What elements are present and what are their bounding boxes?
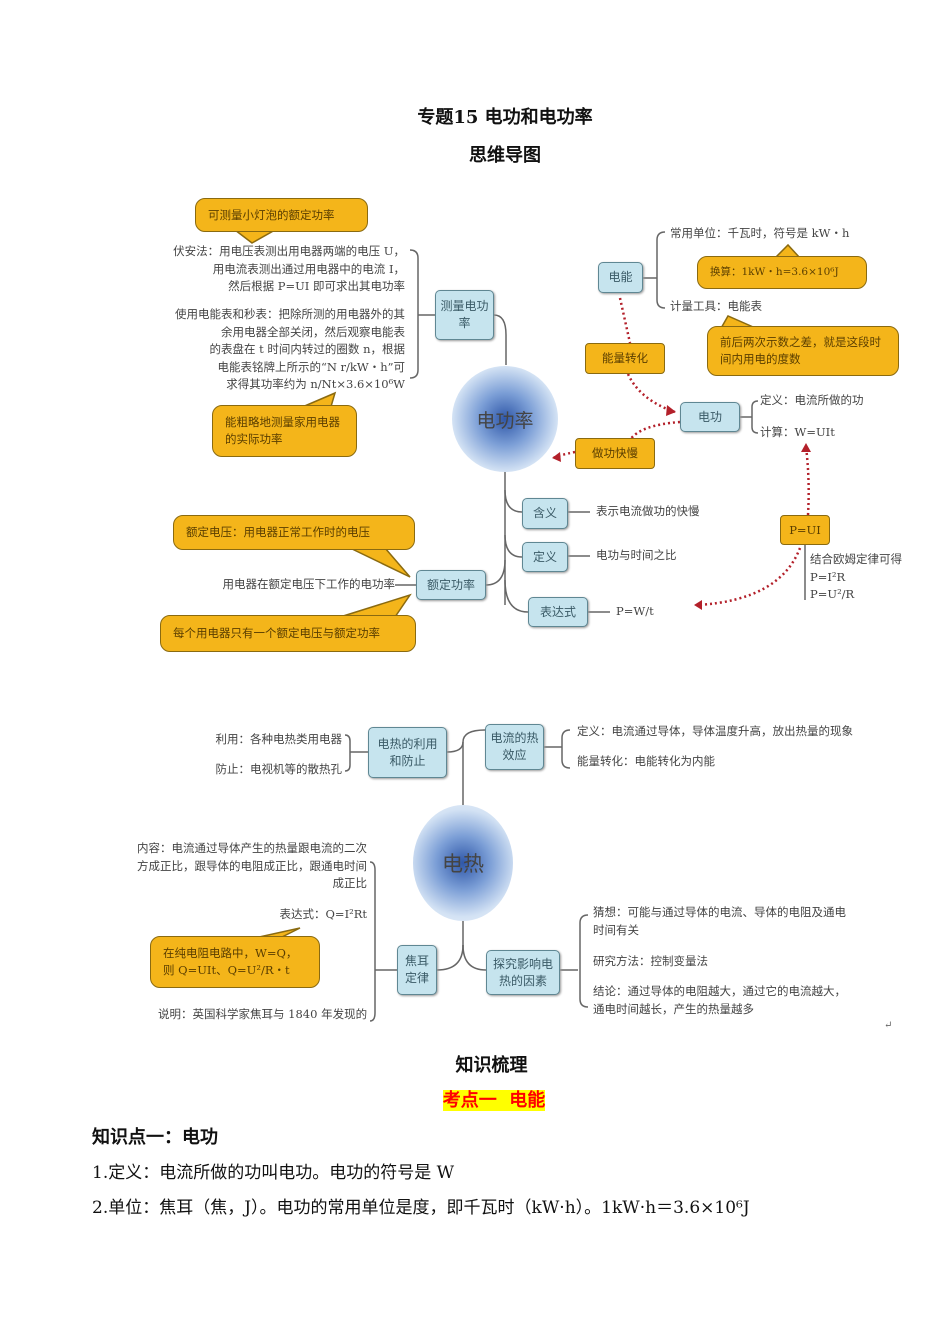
node-measure-power: 测量电功率 (435, 290, 494, 340)
work-speed: 做功快慢 (575, 438, 655, 469)
knowledge-title: 知识点一：电功 (92, 1127, 218, 1148)
expression-text: P=W/t (616, 604, 654, 618)
dotted-arrow (618, 297, 632, 344)
point-title-wrap: 考点一 电能 (0, 1086, 950, 1112)
work-definition: 定义：电流所做的功 (760, 393, 864, 407)
energy-tool: 计量工具：电能表 (670, 299, 762, 313)
heat-prevent: 防止：电视机等的散热孔 (215, 762, 343, 776)
explore-guess: 猜想：可能与通过导体的电流、导体的电阻及通电时间有关 (593, 905, 846, 937)
mindmap-heading: 思维导图 (469, 145, 541, 166)
node-joule-law: 焦耳定律 (397, 945, 437, 995)
joule-content: 内容：电流通过导体产生的热量跟电流的二次方成正比，跟导体的电阻成正比，跟通电时间… (137, 841, 367, 890)
explore-conclusion: 结论：通过导体的电阻越大，通过它的电流越大，通电时间越长，产生的热量越多 (593, 984, 846, 1016)
node-definition: 定义 (522, 542, 568, 572)
section-heading: 知识梳理 (455, 1055, 528, 1076)
node-expression: 表达式 (528, 597, 588, 627)
node-rated-power: 额定功率 (416, 570, 486, 600)
node-heat-use: 电热的利用和防止 (368, 727, 447, 778)
callout-convert: 换算：1kW・h=3.6×10⁶J (697, 256, 867, 289)
heat-use: 利用：各种电热类用电器 (215, 732, 343, 746)
formula-pui: P=UI (780, 515, 830, 545)
callout-bulb: 可测量小灯泡的额定功率 (195, 198, 368, 232)
bracket-measure (409, 249, 419, 379)
meter-method: 使用电能表和秒表：把除所测的用电器外的其余用电器全部关闭，然后观察电能表的表盘在… (175, 307, 405, 391)
effect-definition: 定义：电流通过导体，导体温度升高，放出热量的现象 (577, 724, 853, 738)
node-meaning: 含义 (522, 498, 568, 529)
node-heat-effect: 电流的热效应 (485, 724, 544, 770)
document-title: 专题15 电功和电功率 (417, 107, 593, 128)
effect-energy: 能量转化：电能转化为内能 (577, 754, 715, 768)
point-title: 考点一 电能 (442, 1090, 546, 1111)
definition-line: 1.定义：电流所做的功叫电功。电功的符号是 W (92, 1163, 455, 1183)
meaning-text: 表示电流做功的快慢 (596, 504, 700, 518)
definition-text: 电功与时间之比 (596, 548, 677, 562)
center-electric-power: 电功率 (452, 366, 558, 472)
work-calc: 计算：W=UIt (760, 425, 835, 439)
energy-unit: 常用单位：千瓦时，符号是 kW・h (670, 226, 850, 240)
rated-power-text: 用电器在额定电压下工作的电功率 (222, 577, 396, 591)
joule-expression: 表达式：Q=I²Rt (279, 907, 368, 921)
callout-pure-resistance: 在纯电阻电路中，W=Q，则 Q=UIt、Q=U²/R・t (150, 936, 320, 988)
node-work: 电功 (680, 402, 740, 432)
voltammeter-method: 伏安法：用电压表测出用电器两端的电压 U，用电流表测出通过用电器中的电流 I，然… (173, 244, 405, 293)
joule-note: 说明：英国科学家焦耳与 1840 年发现的 (158, 1007, 368, 1021)
callout-rated-voltage: 额定电压：用电器正常工作时的电压 (173, 515, 415, 550)
explore-method: 研究方法：控制变量法 (593, 954, 708, 968)
callout-home: 能粗略地测量家用电器的实际功率 (212, 405, 357, 457)
paragraph-mark: ↵ (884, 1020, 893, 1031)
callout-reading: 前后两次示数之差，就是这段时间内用电的度数 (707, 326, 899, 376)
energy-conversion: 能量转化 (585, 343, 665, 374)
unit-line: 2.单位：焦耳（焦，J）。电功的常用单位是度，即千瓦时（kW·h）。1kW·h＝… (92, 1198, 750, 1218)
node-energy: 电能 (598, 262, 643, 293)
callout-each-device: 每个用电器只有一个额定电压与额定功率 (160, 615, 416, 652)
center-electric-heat: 电热 (413, 805, 513, 921)
node-explore-factors: 探究影响电热的因素 (486, 950, 560, 995)
